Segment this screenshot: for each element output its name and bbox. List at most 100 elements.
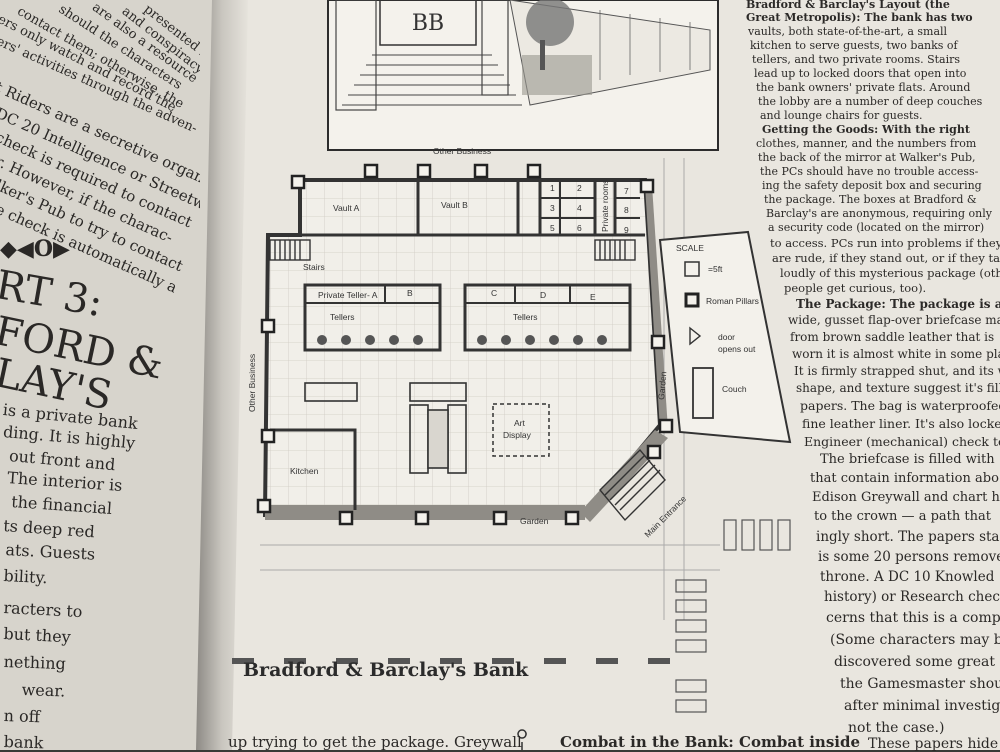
- legend-door-1: door: [718, 332, 735, 342]
- right-line-38: history) or Research check: [824, 589, 1000, 605]
- right-line-17: a security code (located on the mirror): [768, 221, 985, 234]
- right-line-16: Barclay's are anonymous, requiring only: [766, 207, 992, 220]
- label-box-9: 9: [624, 225, 629, 235]
- page-gutter: [196, 0, 248, 750]
- label-box-7: 7: [624, 186, 629, 196]
- right-line-18: to access. PCs run into problems if they: [770, 236, 1000, 250]
- right-line-29: fine leather liner. It's also locked (: [802, 416, 1000, 431]
- right-line-19: are rude, if they stand out, or if they …: [772, 251, 1000, 265]
- right-line-11: clothes, manner, and the numbers from: [756, 137, 977, 150]
- label-private-teller: Private Teller- A: [318, 290, 378, 300]
- teller-block-left: [303, 283, 442, 352]
- right-line-31: The briefcase is filled with: [820, 452, 995, 467]
- left-page-text: presented in and conspiracy are also a r…: [0, 0, 200, 750]
- label-box-5: 5: [550, 223, 555, 233]
- left-body-12: wear.: [21, 680, 66, 701]
- right-line-41: discovered some great re: [834, 654, 1000, 670]
- right-line-27: shape, and texture suggest it's filled: [796, 381, 1000, 395]
- label-teller-b: B: [407, 288, 413, 298]
- left-body-11: nething: [3, 652, 67, 674]
- legend-door-2: opens out: [718, 344, 756, 354]
- right-line-35: ingly short. The papers sta: [816, 529, 1000, 545]
- label-box-3: 3: [550, 203, 555, 213]
- couches: [304, 382, 467, 474]
- label-garden-bottom: Garden: [520, 516, 549, 526]
- right-line-7: the bank owners' private flats. Around: [756, 81, 971, 94]
- right-line-20: loudly of this mysterious package (other: [780, 266, 1000, 280]
- left-body-10: but they: [3, 624, 72, 647]
- label-kitchen: Kitchen: [290, 466, 319, 476]
- left-body-13: n off: [3, 706, 41, 727]
- label-box-4: 4: [577, 203, 582, 213]
- right-line-40: (Some characters may be: [830, 632, 1000, 648]
- kitchen-wall: [270, 428, 357, 510]
- left-body-6: ts deep red: [2, 516, 96, 542]
- right-line-4: kitchen to serve guests, two banks of: [750, 39, 958, 52]
- pillar-icon: [684, 292, 700, 308]
- right-line-33: Edison Greywall and chart hi: [812, 490, 1000, 505]
- left-body-14: bank: [3, 732, 44, 750]
- right-line-34: to the crown — a path that: [814, 509, 991, 524]
- svg-text:BB: BB: [412, 11, 444, 36]
- roman-pillars: [256, 163, 674, 526]
- left-body-8: bility.: [3, 566, 48, 588]
- road-dashes: [232, 658, 670, 664]
- right-line-32: that contain information abo: [810, 471, 999, 486]
- legend-pillars: Roman Pillars: [706, 296, 759, 306]
- right-line-1: Bradford & Barclay's Layout (the: [746, 0, 950, 11]
- right-line-6: lead up to locked doors that open into: [754, 67, 967, 80]
- right-line-39: cerns that this is a complet: [826, 610, 1000, 626]
- teller-chairs: [317, 335, 607, 345]
- bottom-right-line: Combat in the Bank: Combat inside: [560, 733, 861, 751]
- right-line-37: throne. A DC 10 Knowled: [820, 569, 995, 585]
- right-line-13: the PCs should have no trouble access-: [760, 165, 979, 178]
- label-box-6: 6: [577, 223, 582, 233]
- map-legend: [658, 230, 792, 444]
- label-garden-right: Garden: [656, 371, 668, 400]
- map-title: Bradford & Barclay's Bank: [243, 659, 529, 681]
- right-line-26: It is firmly strapped shut, and its we: [794, 364, 1000, 378]
- crosswalk: [675, 519, 791, 713]
- right-line-44: not the case.): [848, 720, 945, 736]
- right-line-12: the back of the mirror at Walker's Pub,: [758, 151, 976, 164]
- label-box-2: 2: [577, 183, 582, 193]
- legend-couch: Couch: [722, 384, 747, 394]
- right-line-25: worn it is almost white in some pla: [792, 347, 1000, 361]
- tree: [526, 0, 574, 46]
- legend-scale-title: SCALE: [676, 243, 704, 253]
- label-tellers-left: Tellers: [330, 312, 355, 322]
- label-private-rooms: Private rooms: [600, 180, 610, 232]
- right-line-42: the Gamesmaster shou: [840, 676, 1000, 692]
- ornament-icon: ◆◀O▶: [0, 236, 70, 262]
- door-icon: [689, 326, 702, 346]
- label-stairs: Stairs: [303, 262, 325, 272]
- left-page: [0, 0, 238, 750]
- stairs: [269, 239, 636, 261]
- label-teller-d: D: [540, 290, 546, 300]
- right-line-10: Getting the Goods: With the right: [762, 123, 970, 136]
- right-line-8: the lobby are a number of deep couches: [758, 95, 983, 108]
- main-entrance-steps: [599, 448, 666, 522]
- label-other-business-left: Other Business: [247, 354, 257, 412]
- right-line-43: after minimal investiga: [844, 698, 1000, 714]
- couch-icon: [692, 367, 714, 419]
- label-vault-a: Vault A: [333, 203, 360, 213]
- label-teller-c: C: [491, 288, 497, 298]
- label-other-business-top: Other Business: [433, 146, 491, 156]
- bottom-left-line: up trying to get the package. Greywall: [228, 733, 522, 751]
- right-line-3: vaults, both state-of-the-art, a small: [748, 25, 948, 38]
- right-line-9: and lounge chairs for guests.: [760, 109, 923, 122]
- teller-block-right: [463, 283, 632, 352]
- label-teller-e: E: [590, 292, 596, 302]
- scale-square: [684, 261, 700, 277]
- right-line-21: people get curious, too).: [784, 281, 927, 295]
- left-body-9: racters to: [3, 598, 83, 622]
- right-line-15: the package. The boxes at Bradford &: [764, 193, 977, 206]
- map-pin-icon: [517, 729, 527, 750]
- right-line-28: papers. The bag is waterproofed w: [800, 398, 1000, 413]
- floor-plan: [256, 163, 674, 526]
- label-display: Display: [503, 430, 532, 440]
- left-body-5: the financial: [10, 492, 113, 518]
- art-display-area: [492, 403, 550, 457]
